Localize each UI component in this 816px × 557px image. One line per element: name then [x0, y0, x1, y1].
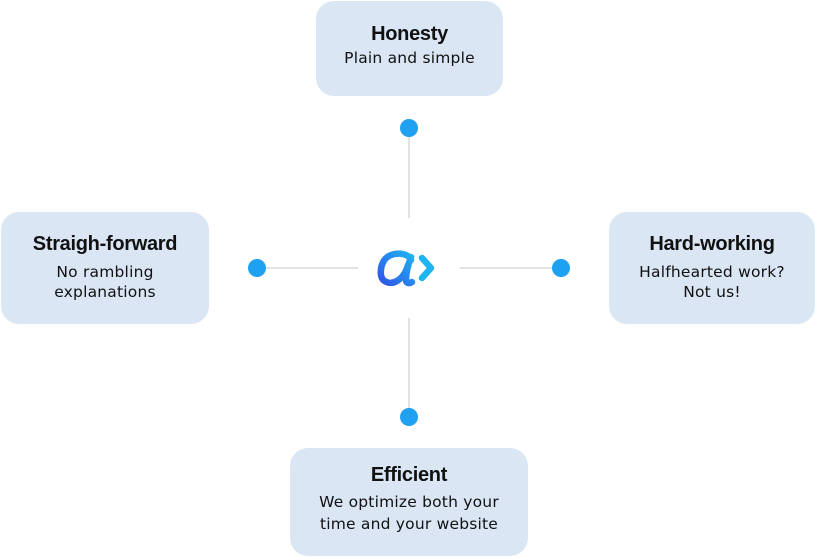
node-dot-top	[400, 119, 418, 137]
card-title: Efficient	[370, 464, 448, 486]
brand-logo-icon	[377, 250, 435, 287]
node-dot-left	[248, 259, 266, 277]
value-card-efficient: Efficient We optimize both your time and…	[290, 448, 528, 556]
logo-letter-a	[377, 250, 416, 287]
card-title: Honesty	[371, 23, 448, 45]
logo-chevron-right-icon	[418, 254, 435, 282]
value-card-hard-working: Hard-working Halfhearted work? Not us!	[609, 212, 815, 324]
card-description: We optimize both your time and your webs…	[319, 493, 499, 533]
card-title: Straigh-forward	[32, 233, 178, 255]
card-description: Plain and simple	[344, 49, 475, 67]
connector-nodes	[248, 119, 570, 426]
value-card-honesty: Honesty Plain and simple	[316, 1, 503, 96]
card-title: Hard-working	[649, 233, 775, 255]
card-description: Halfhearted work? Not us!	[639, 263, 785, 301]
node-dot-bottom	[400, 408, 418, 426]
card-description: No rambling explanations	[54, 263, 156, 301]
node-dot-right	[552, 259, 570, 277]
connector-lines	[257, 128, 561, 417]
value-card-straightforward: Straigh-forward No rambling explanations	[1, 212, 209, 324]
